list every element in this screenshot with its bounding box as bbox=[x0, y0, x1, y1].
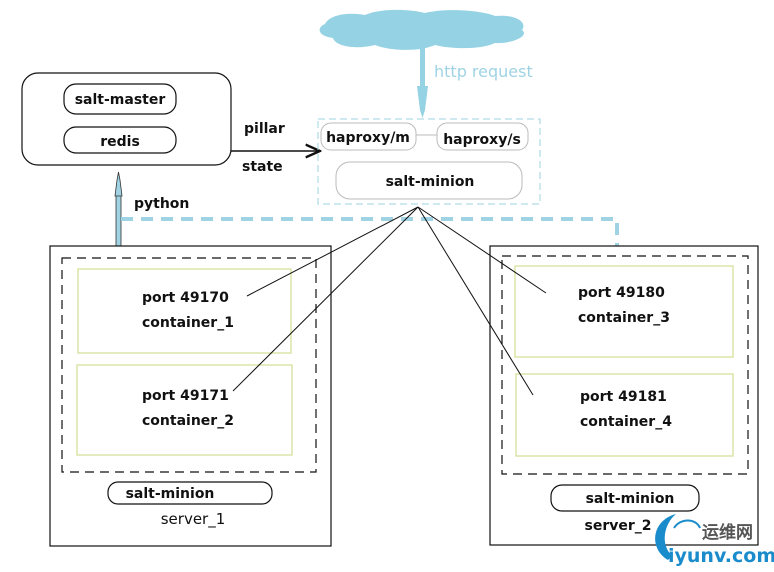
server-1-salt-minion-label: salt-minion bbox=[126, 486, 215, 502]
http-request-arrow bbox=[417, 48, 428, 118]
proxy-salt-minion-label: salt-minion bbox=[386, 174, 475, 190]
watermark-site: iyunv.com bbox=[668, 545, 774, 567]
haproxy-s-box bbox=[436, 122, 529, 151]
http-request-label: http request bbox=[434, 62, 533, 81]
proxy-to-container-links bbox=[232, 206, 547, 396]
watermark-logo: 运维网 iyunv.com bbox=[655, 514, 774, 567]
container-4-port: port 49181 bbox=[580, 389, 667, 405]
watermark-cn: 运维网 bbox=[702, 522, 753, 543]
haproxy-m-box bbox=[320, 122, 417, 151]
container-3-port: port 49180 bbox=[578, 285, 665, 301]
server-2-salt-minion-box bbox=[550, 484, 700, 512]
server-1-salt-minion-box bbox=[107, 481, 273, 505]
container-2-port: port 49171 bbox=[142, 388, 229, 404]
salt-master-box bbox=[63, 83, 177, 115]
internet-cloud bbox=[319, 9, 524, 50]
python-label: python bbox=[134, 196, 189, 212]
server-2-salt-minion-label: salt-minion bbox=[586, 491, 675, 507]
pillar-label: pillar bbox=[244, 121, 285, 137]
network-dashed-link bbox=[121, 217, 619, 246]
container-1-name: container_1 bbox=[142, 315, 234, 331]
container-4-box bbox=[515, 373, 734, 457]
container-1-port: port 49170 bbox=[142, 290, 229, 306]
watermark-arc-icon bbox=[655, 514, 676, 560]
server-2-docker-group bbox=[501, 255, 749, 475]
redis-box bbox=[63, 126, 177, 154]
link-container-3 bbox=[417, 206, 547, 294]
haproxy-s-label: haproxy/s bbox=[443, 132, 521, 148]
haproxy-m-label: haproxy/m bbox=[326, 130, 410, 146]
link-container-2 bbox=[232, 206, 419, 392]
server-1-label: server_1 bbox=[161, 510, 226, 529]
server-1-docker-group bbox=[61, 257, 317, 473]
container-3-name: container_3 bbox=[578, 310, 670, 326]
proxy-salt-minion-box bbox=[335, 161, 523, 200]
salt-master-label: salt-master bbox=[75, 92, 166, 108]
link-container-1 bbox=[246, 206, 419, 297]
container-1-box bbox=[77, 268, 292, 354]
container-2-name: container_2 bbox=[142, 413, 234, 429]
container-3-box bbox=[514, 265, 734, 358]
container-2-box bbox=[76, 364, 293, 456]
link-container-4 bbox=[417, 206, 534, 396]
watermark-arc-small-icon bbox=[673, 519, 701, 529]
container-4-name: container_4 bbox=[580, 414, 672, 430]
state-label: state bbox=[242, 159, 283, 175]
redis-label: redis bbox=[100, 134, 140, 150]
server-2-label: server_2 bbox=[585, 518, 652, 534]
python-arrow bbox=[114, 171, 123, 247]
proxy-group bbox=[317, 118, 541, 205]
